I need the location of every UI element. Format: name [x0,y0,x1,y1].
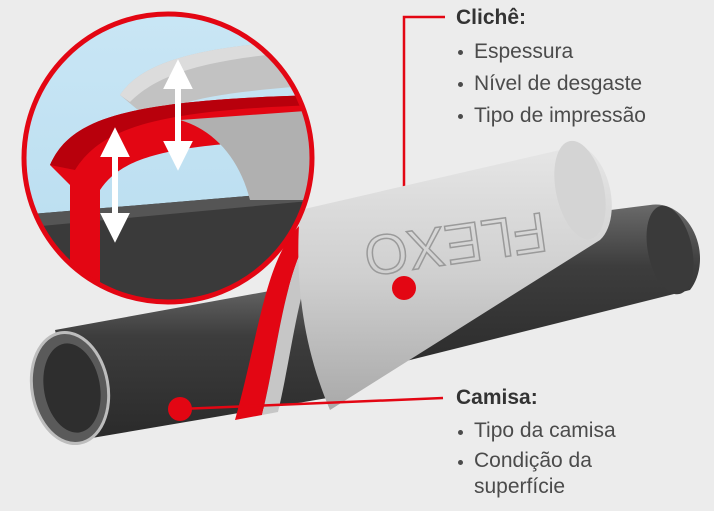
list-item-line: superfície [474,475,566,498]
camisa-list: Tipo da camisa Condição da superfície [456,418,714,500]
list-item: Tipo da camisa [456,418,714,444]
cliche-callout: Clichê: Espessura Nível de desgaste Tipo… [456,6,714,134]
cliche-list: Espessura Nível de desgaste Tipo de impr… [456,38,714,130]
cliche-sleeve: FLEXO [298,140,612,410]
cliche-marker [392,276,416,300]
camisa-callout: Camisa: Tipo da camisa Condição da super… [456,386,714,504]
camisa-heading: Camisa: [456,386,538,409]
list-item: Espessura [456,38,714,66]
camisa-leader-line [179,396,444,411]
list-item: Nível de desgaste [456,70,714,98]
cliche-heading: Clichê: [456,6,527,29]
list-item: Tipo de impressão [456,102,714,130]
list-item-line: Condição da [474,449,592,472]
list-item: Condição da superfície [456,448,714,500]
sleeve-cross-section [235,218,335,420]
camisa-marker [168,397,192,421]
magnifier [21,11,315,305]
